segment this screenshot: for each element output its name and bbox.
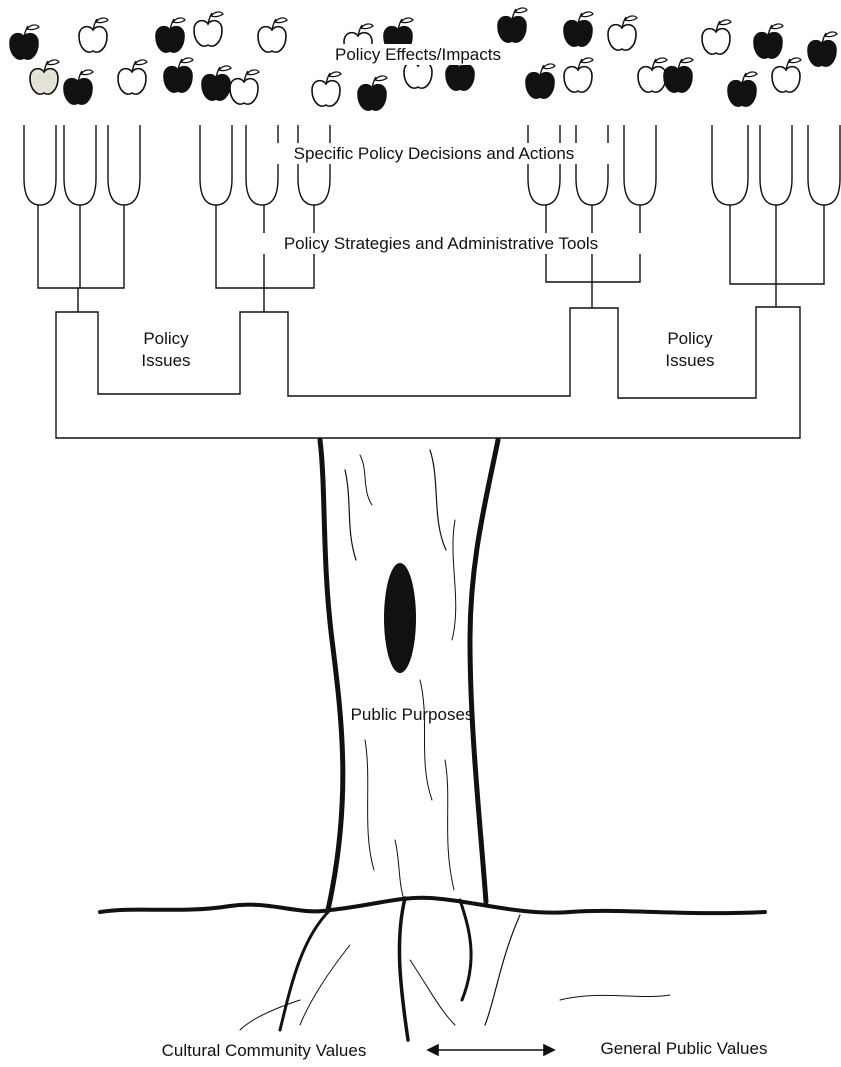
apple-icon [118, 60, 147, 94]
apple-icon [702, 20, 731, 54]
apple-icon [728, 72, 757, 106]
issues-right-line2: Issues [644, 350, 736, 372]
apple-icon [64, 70, 93, 104]
apple-icon [79, 18, 108, 52]
apple-icon [202, 66, 231, 100]
apple-icon [312, 72, 341, 106]
apple-icon [498, 8, 527, 42]
strategies-label: Policy Strategies and Administrative Too… [229, 233, 653, 254]
apple-icon [638, 58, 667, 92]
issues-frame [56, 307, 800, 438]
apple-icon [194, 12, 223, 46]
issues-right-line1: Policy [644, 328, 736, 350]
issues-left-label: Policy Issues [118, 328, 214, 372]
issues-right-label: Policy Issues [642, 328, 738, 372]
apple-icon [526, 64, 555, 98]
apple-icon [30, 60, 59, 94]
apple-icon [230, 70, 259, 104]
effects-label: Policy Effects/Impacts [290, 44, 546, 65]
apple-icon [772, 58, 801, 92]
apple-icon [808, 32, 837, 66]
apple-icon [358, 76, 387, 110]
double-arrow-icon [428, 1045, 554, 1055]
apple-icon [10, 25, 39, 59]
trunk [320, 440, 498, 910]
issues-left-line2: Issues [120, 350, 212, 372]
apple-icon [156, 18, 185, 52]
apple-icon [564, 12, 593, 46]
trunk-label: Public Purposes [330, 704, 494, 725]
roots-left-label: Cultural Community Values [112, 1040, 416, 1061]
roots [100, 898, 765, 1040]
decisions-label: Specific Policy Decisions and Actions [254, 143, 614, 164]
apple-icon [608, 16, 637, 50]
apple-icon [258, 18, 287, 52]
apple-icon [564, 58, 593, 92]
apple-icon [754, 24, 783, 58]
apple-icon [164, 58, 193, 92]
apple-icon [664, 58, 693, 92]
roots-right-label: General Public Values [562, 1038, 806, 1059]
issues-left-line1: Policy [120, 328, 212, 350]
